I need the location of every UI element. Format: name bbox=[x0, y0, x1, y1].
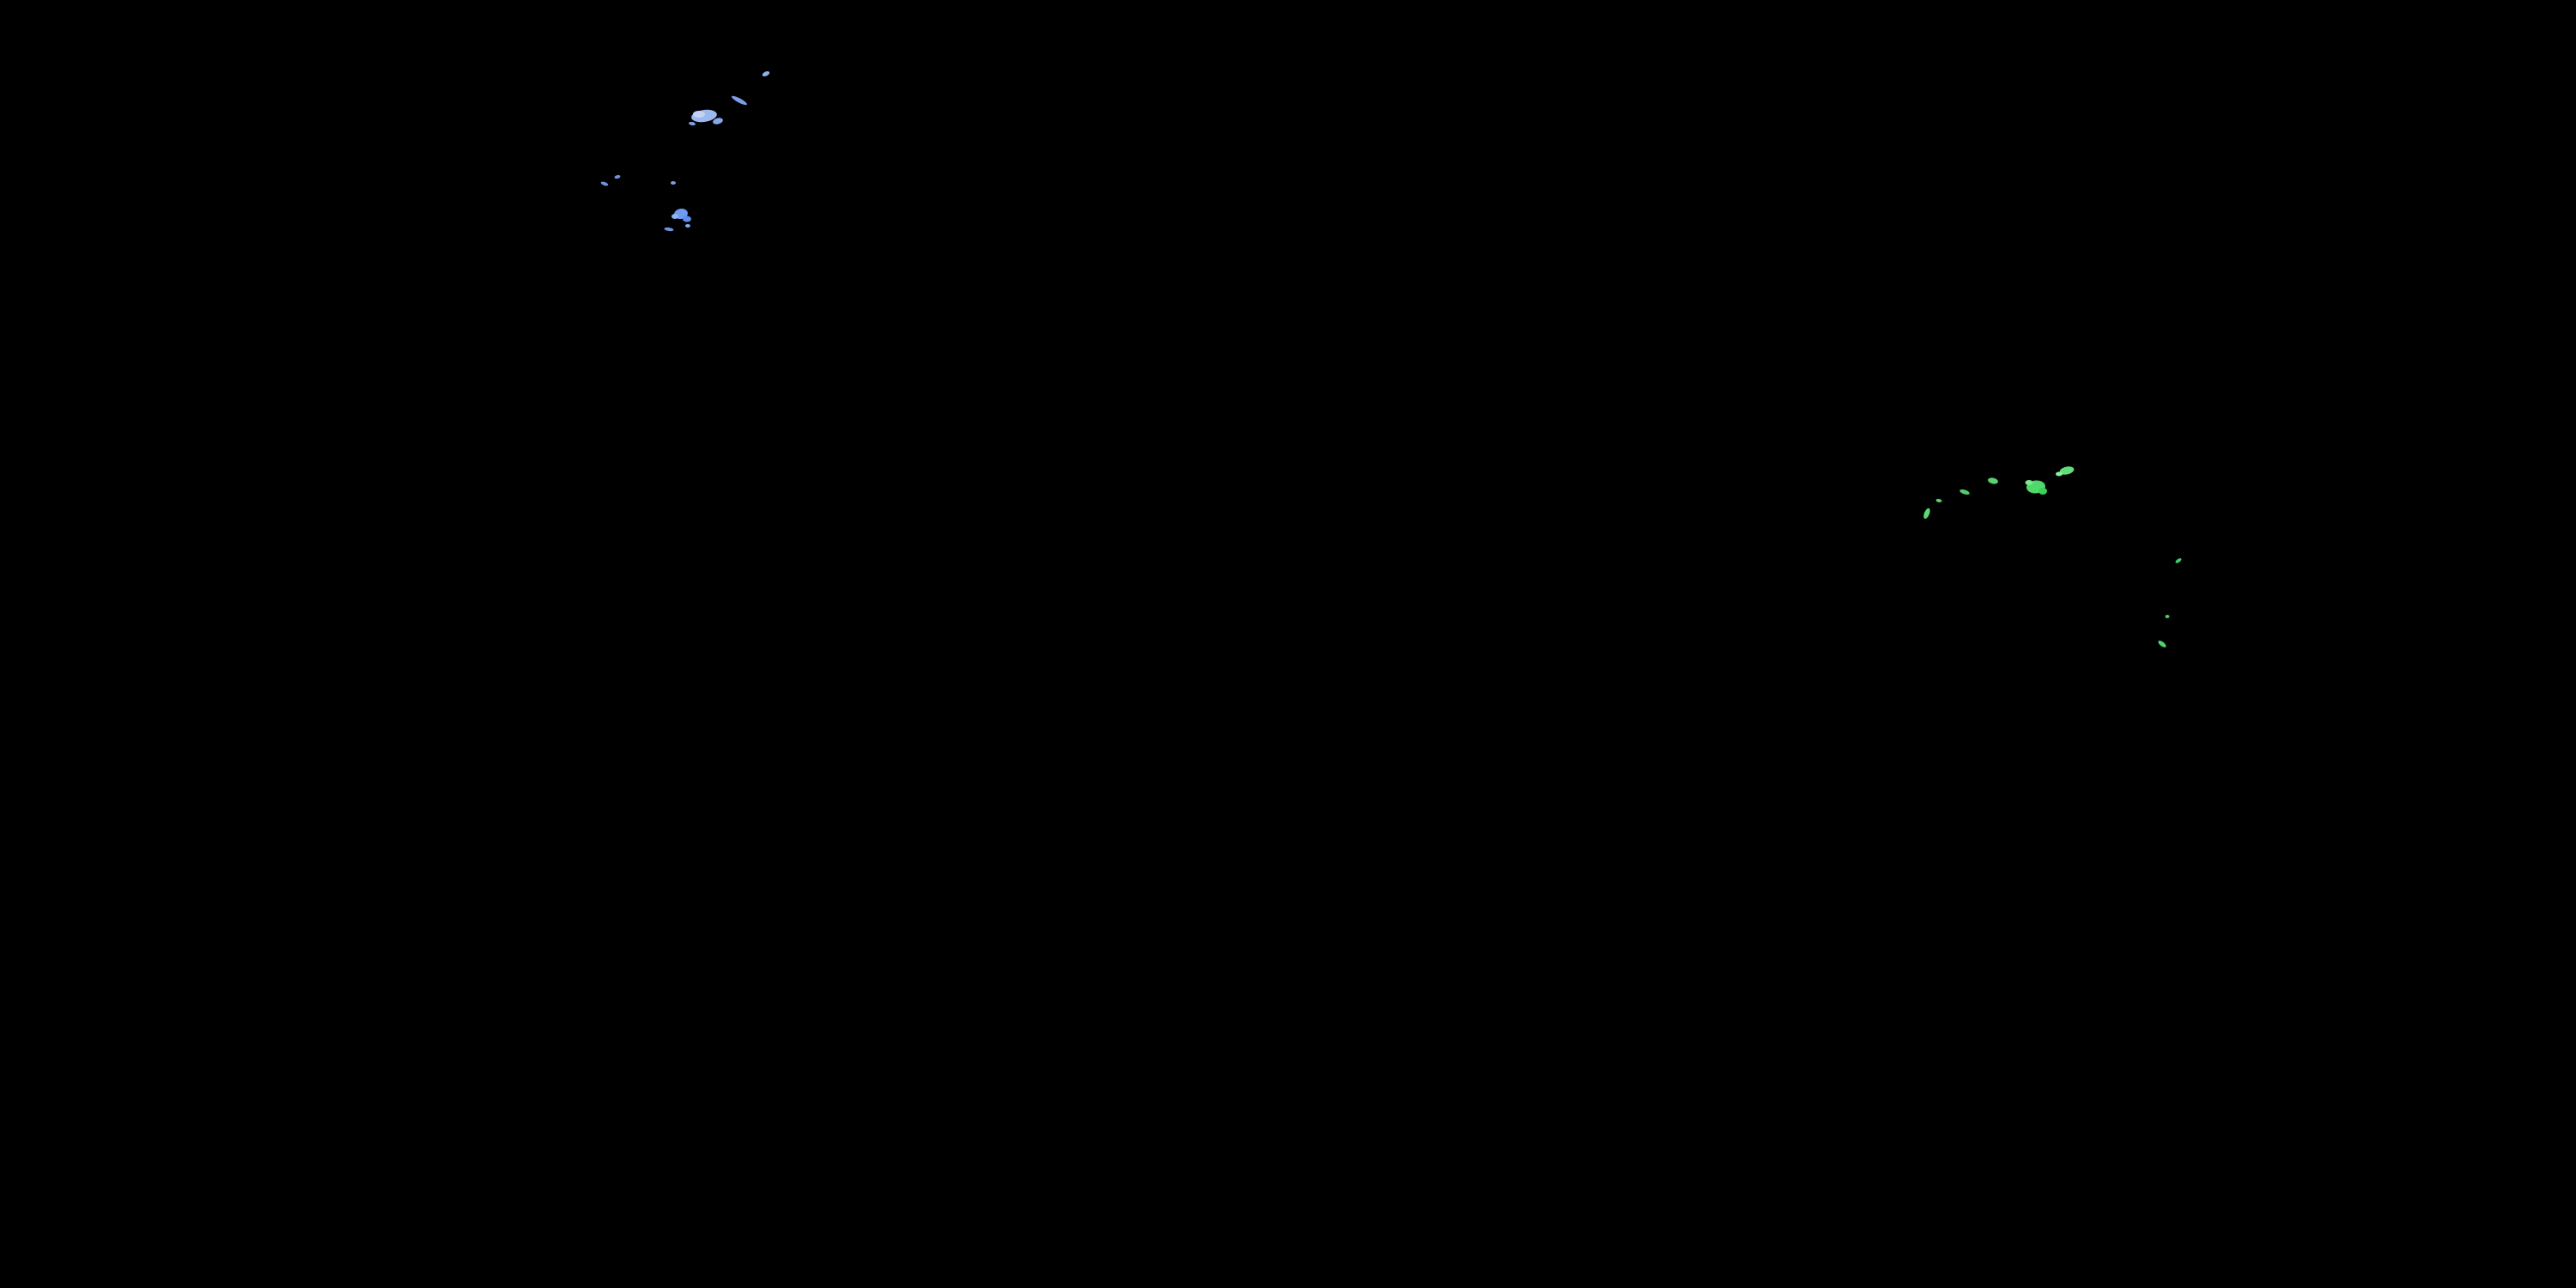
map-spot bbox=[683, 216, 691, 222]
map-spot bbox=[614, 174, 621, 179]
map-spot bbox=[671, 181, 676, 185]
map-spot bbox=[2025, 480, 2033, 485]
map-spot bbox=[671, 214, 678, 219]
map-spot bbox=[732, 95, 747, 106]
map-spot bbox=[685, 224, 690, 228]
map-spot bbox=[2056, 471, 2063, 477]
map-spot bbox=[1959, 489, 1970, 495]
map-spot bbox=[600, 181, 609, 186]
map-spot bbox=[1923, 507, 1930, 519]
map-spot bbox=[2059, 466, 2075, 475]
map-spot bbox=[2165, 615, 2170, 618]
map-spot bbox=[713, 118, 723, 125]
map-spot bbox=[2158, 641, 2166, 647]
arctic-blue-island-cluster bbox=[600, 71, 770, 232]
map-spot bbox=[664, 227, 674, 232]
map-spot bbox=[1935, 498, 1942, 503]
map-spot bbox=[689, 121, 696, 126]
southeast-asia-green-island-cluster bbox=[1923, 466, 2182, 647]
map-spot bbox=[693, 111, 705, 118]
map-spot bbox=[1988, 477, 1998, 484]
map-spot bbox=[2175, 558, 2182, 563]
map-spot bbox=[2038, 488, 2047, 495]
map-spot bbox=[762, 71, 770, 76]
